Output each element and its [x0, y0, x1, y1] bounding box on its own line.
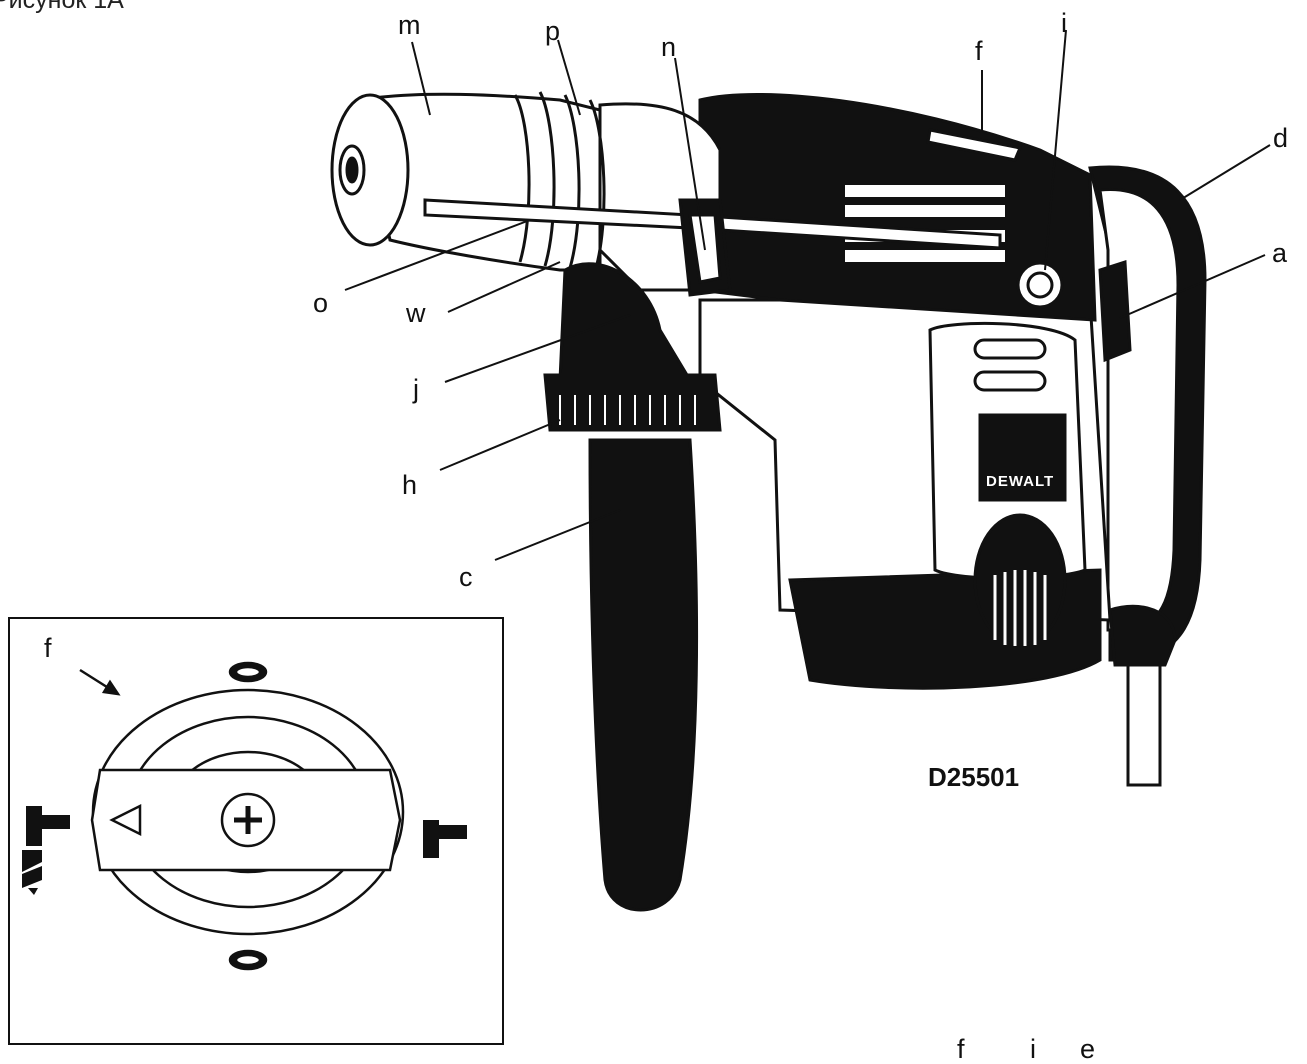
label-i: i	[1061, 8, 1067, 38]
hammer-only-mode-icon	[423, 820, 467, 858]
label-a: a	[1272, 238, 1288, 268]
label-p: p	[545, 16, 561, 46]
label-f: f	[975, 36, 983, 66]
label-inset-f: f	[44, 633, 52, 663]
hammer-drill-mode-icon	[22, 806, 70, 895]
figure-caption: Рисунок 1А	[0, 0, 124, 14]
label-bottom-i: i	[1030, 1034, 1036, 1064]
label-bottom-e: e	[1080, 1034, 1096, 1064]
side-handle	[543, 262, 722, 912]
label-h: h	[402, 470, 418, 500]
chuck	[330, 91, 1002, 297]
mode-selector-inset	[79, 661, 405, 971]
label-n: n	[661, 32, 677, 62]
label-w: w	[406, 298, 426, 328]
label-d: d	[1273, 123, 1289, 153]
brand-logo: DEWALT	[986, 473, 1055, 490]
label-j: j	[413, 374, 419, 404]
label-o: o	[313, 288, 329, 318]
inset-frame	[8, 617, 504, 1045]
housing	[598, 92, 1207, 787]
model-number: D25501	[928, 762, 1020, 792]
label-m: m	[398, 10, 421, 40]
leader-lines	[344, 29, 1271, 561]
label-c: c	[459, 562, 473, 592]
label-bottom-f: f	[957, 1034, 965, 1064]
